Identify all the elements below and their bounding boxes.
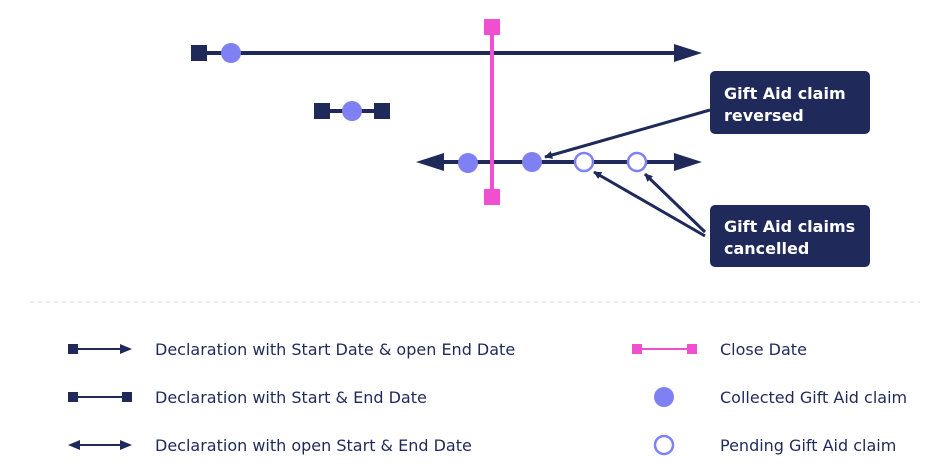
callout-box — [710, 71, 870, 134]
pending-claim-marker — [626, 151, 648, 173]
legend-start-marker — [68, 344, 78, 354]
close-date-bottom-marker — [484, 189, 500, 205]
close-date-top-marker — [484, 19, 500, 35]
legend-item-start-end: Declaration with Start & End Date — [68, 388, 427, 407]
legend-item-close-date: Close Date — [632, 340, 807, 359]
cancelled-pointer-arrow — [643, 172, 707, 234]
end-arrow — [674, 44, 702, 62]
callout-cancelled: Gift Aid claims cancelled — [710, 205, 870, 267]
start-date-marker — [314, 103, 330, 119]
legend-end-marker — [687, 344, 697, 354]
end-arrow — [674, 153, 702, 171]
legend-label: Collected Gift Aid claim — [720, 388, 907, 407]
legend-label: Declaration with Start & End Date — [155, 388, 427, 407]
callout-reversed: Gift Aid claim reversed — [710, 71, 870, 134]
reversed-pointer-arrow — [544, 108, 711, 159]
legend-label: Declaration with Start Date & open End D… — [155, 340, 515, 359]
legend-label: Declaration with open Start & End Date — [155, 436, 472, 455]
legend-label: Close Date — [720, 340, 807, 359]
callout-line-2: cancelled — [724, 239, 809, 258]
start-arrow — [416, 153, 444, 171]
legend-end-arrow — [120, 440, 132, 450]
pending-claim-icon — [653, 434, 675, 456]
end-date-marker — [374, 103, 390, 119]
reversed-claim-marker — [522, 152, 542, 172]
start-date-marker — [191, 45, 207, 61]
legend-start-marker — [68, 392, 78, 402]
collected-claim-icon — [654, 387, 674, 407]
callout-line-1: Gift Aid claim — [724, 84, 846, 103]
legend-item-pending: Pending Gift Aid claim — [653, 434, 896, 456]
callout-line-1: Gift Aid claims — [724, 217, 855, 236]
callout-line-2: reversed — [724, 106, 804, 125]
callout-arrows — [544, 108, 711, 238]
collected-claim-marker — [458, 153, 478, 173]
legend-end-arrow — [120, 344, 132, 354]
legend-start-arrow — [68, 440, 80, 450]
legend-item-open-end: Declaration with Start Date & open End D… — [68, 340, 515, 359]
legend-end-marker — [122, 392, 132, 402]
legend-item-collected: Collected Gift Aid claim — [654, 387, 907, 407]
declaration-open-end-timeline — [191, 43, 702, 63]
collected-claim-marker — [342, 101, 362, 121]
legend-item-open-both: Declaration with open Start & End Date — [68, 436, 472, 455]
legend: Declaration with Start Date & open End D… — [68, 340, 907, 456]
cancelled-pointer-arrow — [593, 170, 706, 238]
collected-claim-marker — [221, 43, 241, 63]
legend-label: Pending Gift Aid claim — [720, 436, 896, 455]
declaration-start-end-timeline — [314, 101, 390, 121]
callout-box — [710, 205, 870, 267]
pending-claim-marker — [573, 151, 595, 173]
declaration-open-both-timeline — [416, 151, 702, 173]
close-date-line — [484, 19, 500, 205]
